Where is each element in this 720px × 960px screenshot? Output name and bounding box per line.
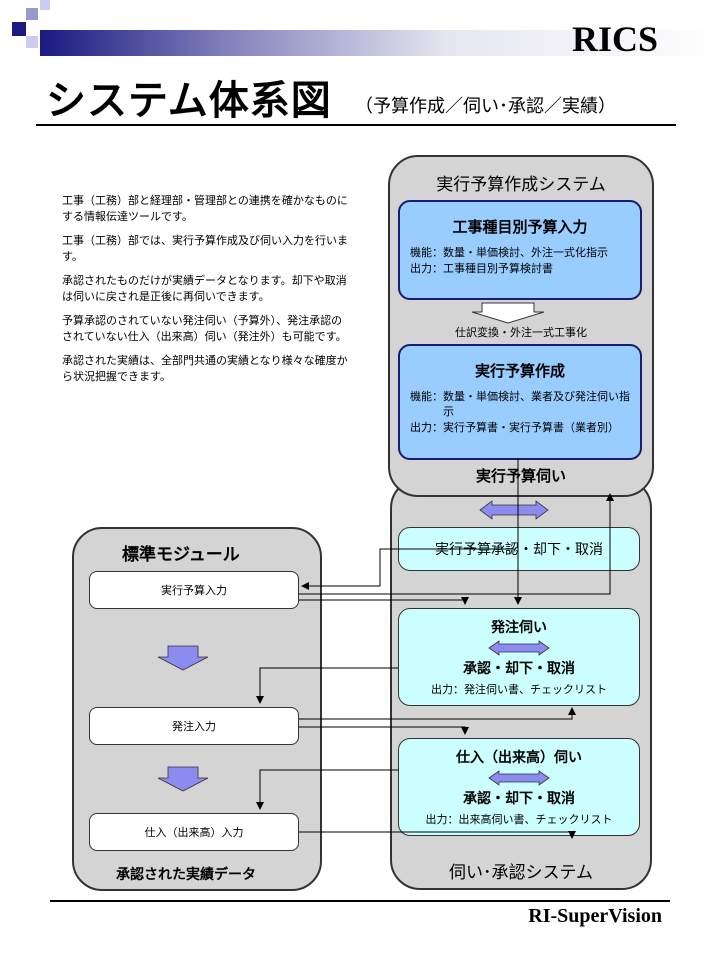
- order-request-box: 発注伺い 承認・却下・取消 出力：発注伺い書、チェックリスト: [398, 608, 640, 706]
- description-paragraph: 工事（工務）部では、実行予算作成及び伺い入力を行います。: [62, 234, 348, 263]
- decor-square: [26, 36, 38, 48]
- decor-square: [40, 0, 50, 10]
- down-arrow-icon: [157, 645, 209, 671]
- purchase-request-box: 仕入（出来高）伺い 承認・却下・取消 出力：出来高伺い書、チェックリスト: [398, 738, 640, 836]
- purchase-request-title: 仕入（出来高）伺い: [456, 750, 582, 766]
- budget-by-category-title: 工事種目別予算入力: [452, 218, 588, 236]
- output-text: 工事種目別予算検討書: [443, 262, 553, 275]
- description: 工事（工務）部と経理部・管理部との連携を確かなものにする情報伝達ツールです。 工…: [62, 193, 352, 393]
- output-label: 出力：: [410, 262, 443, 275]
- down-arrow-icon: [471, 302, 545, 324]
- budget-system-title: 実行予算作成システム: [436, 175, 606, 195]
- order-approval-actions: 承認・却下・取消: [463, 661, 575, 677]
- approval-system-title: 伺い･承認システム: [449, 863, 593, 883]
- page-title: システム体系図: [46, 78, 332, 124]
- function-label: 機能：: [410, 390, 443, 403]
- budget-request-label: 実行予算伺い: [475, 467, 566, 485]
- double-arrow-icon: [479, 500, 549, 520]
- header-gradient-bar: [40, 30, 720, 56]
- order-output: 出力：発注伺い書、チェックリスト: [431, 683, 607, 696]
- budget-approval-box: 実行予算承認・却下・取消: [398, 527, 640, 571]
- purchase-approval-actions: 承認・却下・取消: [463, 791, 575, 807]
- header-decoration: [0, 0, 720, 60]
- module-item-purchase-input: 仕入（出来高）入力: [89, 813, 299, 851]
- down-arrow-icon: [157, 766, 209, 792]
- module-item-label: 仕入（出来高）入力: [144, 826, 244, 839]
- double-arrow-icon: [488, 640, 550, 656]
- function-text: 数量・単価検討、業者及び発注伺い指示: [443, 390, 630, 418]
- double-arrow-icon: [488, 770, 550, 786]
- execution-budget-title: 実行予算作成: [474, 362, 565, 380]
- execution-budget-box: 実行予算作成 機能： 数量・単価検討、業者及び発注伺い指示 出力： 実行予算書・…: [398, 344, 642, 460]
- standard-module-title: 標準モジュール: [122, 545, 240, 565]
- purchase-output: 出力：出来高伺い書、チェックリスト: [425, 813, 613, 826]
- module-item-label: 発注入力: [172, 720, 216, 733]
- description-paragraph: 承認された実績は、全部門共通の実績となり様々な確度から状況把握できます。: [62, 354, 348, 383]
- order-request-title: 発注伺い: [491, 620, 547, 636]
- output-label: 出力：: [410, 421, 443, 434]
- footer-rule: [50, 900, 670, 902]
- description-paragraph: 工事（工務）部と経理部・管理部との連携を確かなものにする情報伝達ツールです。: [62, 194, 348, 223]
- transform-label: 仕訳変換・外注一式工事化: [455, 326, 587, 339]
- module-item-budget-input: 実行予算入力: [89, 571, 299, 609]
- function-text: 数量・単価検討、外注一式化指示: [443, 246, 608, 259]
- budget-approval-label: 実行予算承認・却下・取消: [435, 542, 603, 558]
- brand-logo: RICS: [571, 19, 658, 59]
- page-subtitle: （予算作成／伺い･承認／実績）: [355, 96, 616, 117]
- output-text: 実行予算書・実行予算書（業者別）: [443, 421, 619, 434]
- decor-square: [26, 8, 38, 20]
- function-label: 機能：: [410, 246, 443, 259]
- module-item-order-input: 発注入力: [89, 707, 299, 745]
- decor-square: [12, 22, 26, 36]
- budget-by-category-box: 工事種目別予算入力 機能： 数量・単価検討、外注一式化指示 出力： 工事種目別予…: [398, 200, 642, 300]
- module-item-label: 実行予算入力: [161, 584, 227, 597]
- description-paragraph: 予算承認のされていない発注伺い（予算外）、発注承認のされていない仕入（出来高）伺…: [62, 314, 347, 343]
- title-rule: [36, 124, 676, 126]
- approved-data-label: 承認された実績データ: [116, 867, 256, 883]
- footer-brand: RI-SuperVision: [528, 905, 662, 927]
- description-paragraph: 承認されたものだけが実績データとなります。却下や取消は伺いに戻され是正後に再伺い…: [62, 274, 347, 303]
